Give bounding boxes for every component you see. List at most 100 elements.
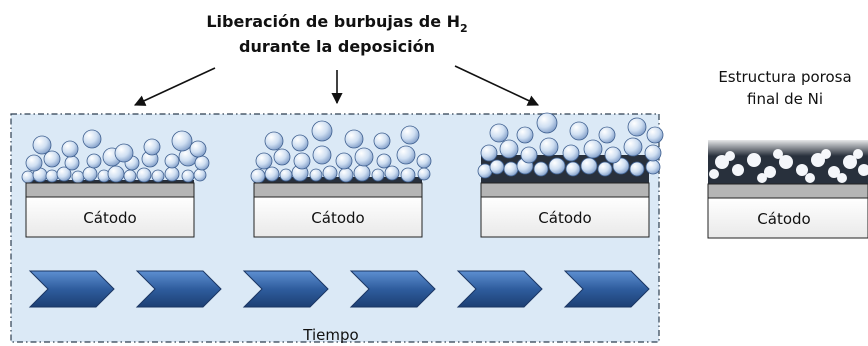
h2-bubble	[25, 154, 43, 172]
time-chevron	[28, 270, 115, 308]
h2-bubble	[565, 161, 581, 177]
title-line-1: Liberación de burbujas de H2	[206, 12, 467, 35]
h2-bubble	[344, 129, 364, 149]
h2-bubble	[520, 146, 538, 164]
h2-bubble	[644, 144, 662, 162]
h2-bubble	[164, 166, 180, 182]
h2-bubble	[353, 164, 371, 182]
h2-bubble	[489, 159, 505, 175]
h2-bubble	[123, 169, 137, 183]
cathode	[707, 197, 868, 239]
h2-bubble	[43, 150, 61, 168]
h2-bubble	[597, 161, 613, 177]
h2-bubble	[562, 144, 580, 162]
stage-3: Cátodo	[477, 112, 664, 238]
pore	[757, 173, 767, 183]
h2-bubble	[311, 120, 333, 142]
cathode-label: Cátodo	[83, 209, 136, 227]
h2-bubble	[384, 165, 400, 181]
time-label: Tiempo	[302, 326, 358, 344]
h2-bubble	[61, 140, 79, 158]
h2-bubble	[598, 126, 616, 144]
h2-bubble	[114, 143, 134, 163]
h2-bubble	[604, 146, 622, 164]
h2-bubble	[548, 157, 566, 175]
cathode-label: Cátodo	[538, 209, 591, 227]
pointer-arrow-left	[133, 67, 216, 106]
h2-bubble	[250, 168, 266, 184]
h2-bubble	[312, 145, 332, 165]
h2-bubble	[86, 153, 102, 169]
pore	[764, 166, 776, 178]
h2-bubble	[489, 123, 509, 143]
h2-bubble	[151, 169, 165, 183]
h2-bubble	[480, 144, 498, 162]
h2-bubble	[645, 159, 661, 175]
h2-bubble	[536, 112, 558, 134]
title-line-2: durante la deposición	[239, 37, 435, 56]
h2-bubble	[136, 167, 152, 183]
h2-bubble	[627, 117, 647, 137]
ni-deposit	[254, 177, 422, 183]
h2-bubble	[273, 148, 291, 166]
h2-bubble	[629, 161, 645, 177]
h2-bubble	[516, 126, 534, 144]
h2-bubble	[264, 131, 284, 151]
time-chevron	[135, 270, 222, 308]
h2-bubble	[194, 155, 210, 171]
h2-bubble	[338, 167, 354, 183]
h2-bubble	[376, 153, 392, 169]
pore	[796, 164, 808, 176]
h2-bubble	[503, 161, 519, 177]
cathode	[480, 196, 650, 238]
substrate	[25, 182, 195, 198]
h2-bubble	[396, 145, 416, 165]
pore	[709, 169, 719, 179]
pore	[747, 153, 761, 167]
h2-bubble	[417, 167, 431, 181]
h2-bubble	[335, 152, 353, 170]
pore	[715, 155, 729, 169]
h2-bubble	[181, 169, 195, 183]
h2-bubble	[71, 170, 85, 184]
time-chevron	[349, 270, 436, 308]
h2-bubble	[646, 126, 664, 144]
h2-bubble	[580, 157, 598, 175]
h2-bubble	[279, 168, 293, 182]
final-title-line-1: Estructura porosa	[718, 68, 851, 86]
pore	[837, 173, 847, 183]
cathode-label: Cátodo	[757, 210, 810, 228]
h2-bubble	[64, 155, 80, 171]
time-chevron	[456, 270, 543, 308]
h2-bubble	[533, 161, 549, 177]
pore	[732, 164, 744, 176]
h2-bubble	[400, 125, 420, 145]
h2-bubble	[583, 139, 603, 159]
time-chevron	[242, 270, 329, 308]
h2-bubble	[400, 167, 416, 183]
h2-bubble	[539, 137, 559, 157]
cathode	[253, 196, 423, 238]
h2-bubble	[164, 153, 180, 169]
pore	[843, 155, 857, 169]
pore	[805, 173, 815, 183]
h2-bubble	[255, 152, 273, 170]
stage-2: Cátodo	[250, 120, 432, 238]
h2-bubble	[499, 139, 519, 159]
h2-bubble	[264, 166, 280, 182]
h2-bubble	[21, 170, 35, 184]
h2-bubble	[354, 147, 374, 167]
pore	[811, 153, 825, 167]
cathode	[25, 196, 195, 238]
h2-bubble	[293, 152, 311, 170]
pore	[779, 155, 793, 169]
ni-deposit	[26, 180, 194, 183]
h2-bubble	[569, 121, 589, 141]
h2-bubble	[189, 140, 207, 158]
stage-1: Cátodo	[21, 129, 210, 238]
h2-bubble	[82, 129, 102, 149]
h2-bubble	[45, 169, 59, 183]
final-title-line-2: final de Ni	[747, 90, 823, 108]
time-chevron	[563, 270, 650, 308]
